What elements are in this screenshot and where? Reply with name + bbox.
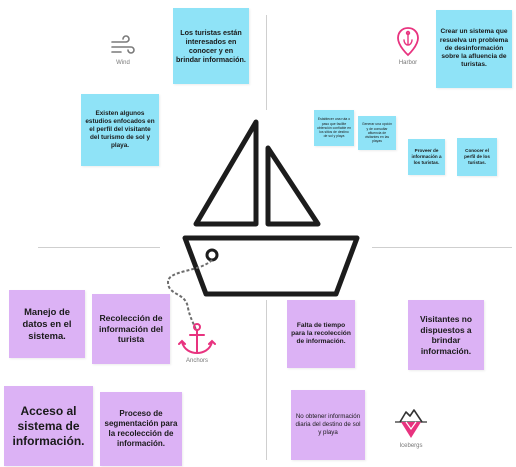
note-tourist-info-collection[interactable]: Recolección de información del turista xyxy=(92,294,170,364)
sail-left-shape xyxy=(193,119,259,227)
wind-label: Wind xyxy=(116,60,130,66)
hull-porthole xyxy=(205,248,219,262)
note-tourists-interested[interactable]: Los turistas están interesados en conoce… xyxy=(173,8,249,84)
note-lack-of-time[interactable]: Falta de tiempo para la recolección de i… xyxy=(287,300,355,368)
anchor-icon xyxy=(178,323,216,355)
horizontal-divider-left xyxy=(38,247,160,248)
horizontal-divider-right xyxy=(372,247,512,248)
anchors-icon-group: Anchors xyxy=(178,322,216,364)
note-know-profile[interactable]: Conocer el perfil de los turistas. xyxy=(457,138,497,176)
note-info-system-access[interactable]: Acceso al sistema de información. xyxy=(4,386,93,466)
harbor-label: Harbor xyxy=(398,60,418,66)
harbor-pin-icon xyxy=(397,27,419,57)
note-no-daily-info[interactable]: No obtener información diaria del destin… xyxy=(291,390,365,460)
sail-right-shape xyxy=(265,145,321,227)
note-create-system[interactable]: Crear un sistema que resuelva un problem… xyxy=(436,10,512,88)
note-unwilling-visitors[interactable]: Visitantes no dispuestos a brindar infor… xyxy=(408,300,484,370)
note-small-establish-route[interactable]: Establecer una ruta o paso que facilite … xyxy=(314,110,354,146)
wind-icon xyxy=(111,35,135,54)
icebergs-icon-group: Icebergs xyxy=(393,407,429,449)
anchor-rope xyxy=(166,259,213,331)
vertical-divider-top xyxy=(266,15,267,110)
harbor-icon-group: Harbor xyxy=(396,26,420,66)
note-small-generate-option[interactable]: Generar una opción y de consultar afluen… xyxy=(358,116,396,150)
note-provide-info[interactable]: Proveer de información a los turistas. xyxy=(408,139,445,175)
note-data-management[interactable]: Manejo de datos en el sistema. xyxy=(9,290,85,358)
vertical-divider-bottom xyxy=(266,300,267,460)
iceberg-icon xyxy=(395,409,427,438)
note-segmentation-process[interactable]: Proceso de segmentación para la recolecc… xyxy=(100,392,182,466)
icebergs-label: Icebergs xyxy=(399,443,423,449)
anchors-label: Anchors xyxy=(185,358,208,364)
wind-icon-group: Wind xyxy=(110,34,136,66)
note-existing-studies[interactable]: Existen algunos estudios enfocados en el… xyxy=(81,94,159,166)
hull-shape xyxy=(182,235,360,297)
